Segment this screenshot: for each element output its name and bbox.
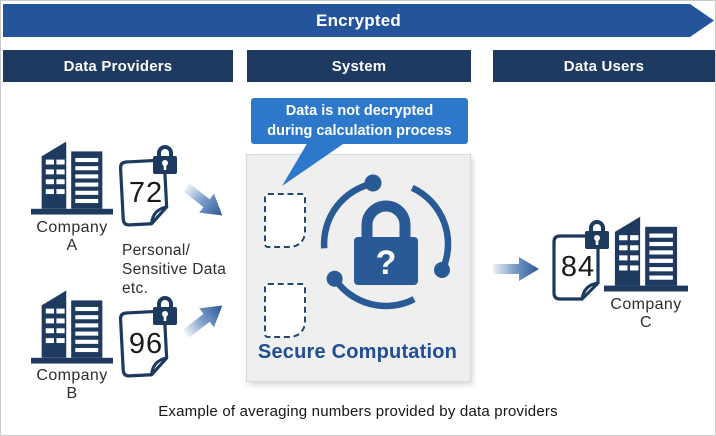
company-b-letter: B	[66, 385, 78, 402]
gradient-arrow-icon	[183, 183, 223, 216]
tooltip-line-2: during calculation process	[267, 123, 452, 139]
column-header-data-users: Data Users	[493, 50, 715, 82]
data-providers-label: Data Providers	[63, 57, 173, 75]
cycle-arrows-icon	[320, 180, 452, 310]
tooltip-line-1: Data is not decrypted	[285, 103, 434, 119]
document-b-value: 96	[128, 328, 164, 360]
document-a-value: 72	[128, 177, 164, 209]
dashed-placeholder-box	[264, 283, 306, 338]
company-a-label: Company A	[22, 219, 122, 255]
note-line-1: Personal/	[122, 242, 191, 259]
company-c-word: Company	[610, 296, 682, 313]
column-header-data-providers: Data Providers	[3, 50, 233, 82]
note-line-3: etc.	[122, 280, 149, 297]
company-c-letter: C	[640, 314, 652, 331]
note-line-2: Sensitive Data	[122, 261, 227, 278]
gradient-arrow-icon	[493, 257, 539, 281]
secure-computation-label: Secure Computation	[257, 341, 458, 363]
lock-question-glyph: ?	[376, 244, 397, 282]
column-header-system: System	[247, 50, 471, 82]
building-icon	[604, 216, 688, 292]
encrypted-banner-label: Encrypted	[316, 10, 401, 30]
document-c-value: 84	[560, 251, 596, 283]
company-a-word: Company	[36, 219, 108, 236]
lock-badge-icon	[153, 296, 177, 325]
company-b-word: Company	[36, 367, 108, 384]
tooltip-bubble: Data is not decrypted during calculation…	[251, 98, 468, 144]
encrypted-banner-arrow: Encrypted	[3, 4, 714, 37]
company-c-label: Company C	[596, 296, 696, 332]
data-users-label: Data Users	[563, 57, 645, 75]
company-a-letter: A	[66, 237, 78, 254]
padlock-question-icon: ?	[320, 174, 452, 310]
sensitive-data-note: Personal/ Sensitive Data etc.	[122, 241, 226, 298]
diagram-caption: Example of averaging numbers provided by…	[158, 403, 558, 420]
system-label: System	[331, 57, 387, 75]
building-icon	[31, 290, 113, 364]
speech-bubble-tail	[282, 142, 346, 186]
building-icon	[31, 141, 113, 215]
lock-badge-icon	[585, 220, 609, 249]
lock-badge-icon	[153, 145, 177, 174]
company-b-label: Company B	[22, 367, 122, 403]
dashed-placeholder-box	[264, 193, 306, 248]
gradient-arrow-icon	[183, 305, 223, 338]
